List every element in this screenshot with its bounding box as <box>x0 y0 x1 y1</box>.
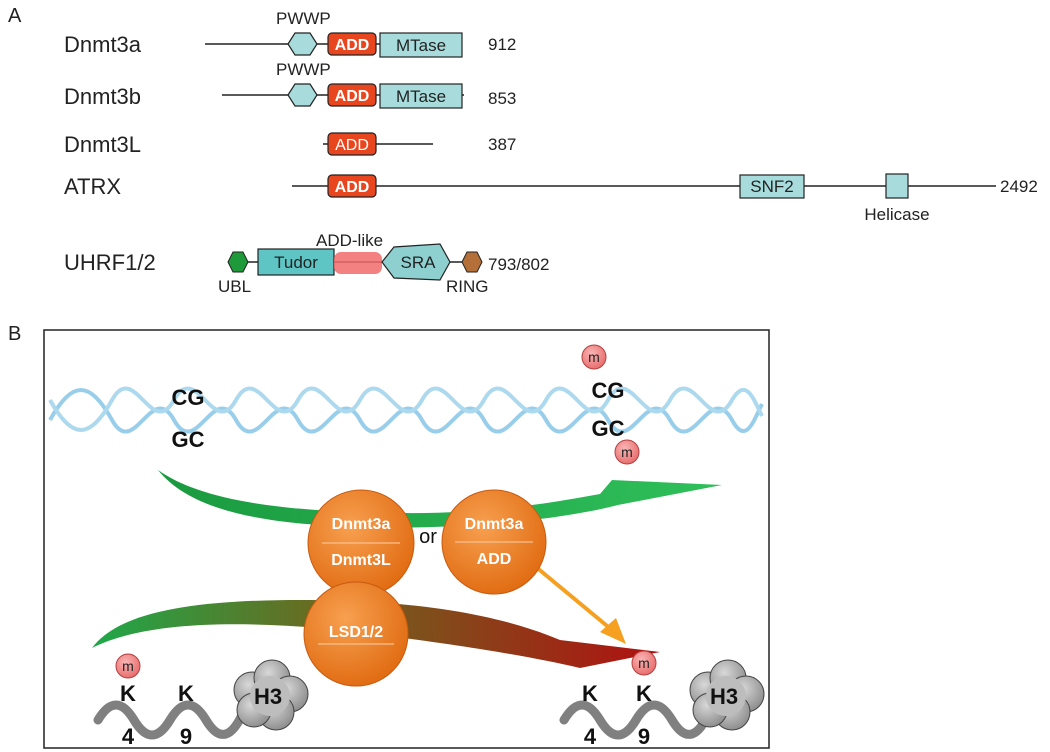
pwwp-label: PWWP <box>276 9 331 28</box>
lysine-label: K <box>120 681 136 706</box>
mtase-domain <box>379 32 463 58</box>
add-like-label: ADD-like <box>316 231 383 250</box>
svg-text:m: m <box>122 658 134 674</box>
complex1-line1: Dnmt3a <box>332 516 391 533</box>
lysine-position: 9 <box>180 724 192 749</box>
protein-name: Dnmt3a <box>64 32 142 57</box>
dnmt3a-add-complex: Dnmt3a ADD <box>441 489 547 595</box>
helicase-domain <box>885 173 909 199</box>
add-like-domain <box>334 252 382 274</box>
ring-domain <box>461 251 483 273</box>
svg-text:m: m <box>588 349 600 365</box>
lsd-label: LSD1/2 <box>329 624 383 641</box>
protein-name: Dnmt3L <box>64 132 141 157</box>
h3-label: H3 <box>710 684 738 709</box>
complex2-line1: Dnmt3a <box>465 516 524 533</box>
protein-name: Dnmt3b <box>64 84 141 109</box>
svg-text:m: m <box>621 444 633 460</box>
methyl-mark-dna-top: m <box>581 344 607 370</box>
panel-b-label: B <box>8 323 21 345</box>
or-label: or <box>419 526 437 548</box>
dna-left-bottom: GC <box>172 427 205 452</box>
protein-dnmt3b: Dnmt3b PWWP ADD MTase 853 <box>64 60 516 109</box>
snf2-domain <box>739 174 805 199</box>
lysine-label: K <box>636 681 652 706</box>
add-label: ADD <box>335 179 370 196</box>
add-domain <box>327 32 377 56</box>
dna-double-helix <box>48 386 764 434</box>
mtase-label: MTase <box>396 36 446 55</box>
protein-dnmt3a: Dnmt3a PWWP ADD MTase 912 <box>64 9 516 58</box>
protein-name: ATRX <box>64 174 121 199</box>
ubl-domain <box>227 251 249 273</box>
tudor-label: Tudor <box>274 253 318 272</box>
protein-length: 387 <box>488 135 516 154</box>
add-binding-arrow <box>528 560 626 644</box>
methylation-arrow <box>158 470 722 528</box>
lsd1-2-complex: LSD1/2 <box>303 581 409 687</box>
add-label: ADD <box>335 37 370 54</box>
pwwp-domain <box>287 83 318 107</box>
protein-uhrf: UHRF1/2 UBL Tudor ADD-like SRA RING 793/… <box>64 231 549 296</box>
protein-length: 853 <box>488 89 516 108</box>
protein-name: UHRF1/2 <box>64 250 156 275</box>
svg-text:m: m <box>638 655 650 671</box>
mtase-domain <box>379 83 463 109</box>
tudor-domain <box>257 248 335 276</box>
add-domain <box>327 132 377 156</box>
complex2-line2: ADD <box>477 551 512 568</box>
methyl-mark-k4: m <box>115 653 141 679</box>
add-domain <box>327 83 377 107</box>
histone-h3-right: H3 K K 4 9 m <box>559 650 765 749</box>
lysine-label: K <box>582 681 598 706</box>
h3-label: H3 <box>254 684 282 709</box>
h3-cloud <box>233 659 309 731</box>
protein-length: 912 <box>488 35 516 54</box>
protein-length: 2492 <box>1000 177 1038 196</box>
snf2-label: SNF2 <box>750 177 793 196</box>
dnmt3a-dnmt3l-complex: Dnmt3a Dnmt3L <box>307 489 415 597</box>
protein-length: 793/802 <box>488 255 549 274</box>
lysine-position: 9 <box>638 724 650 749</box>
sra-label: SRA <box>401 253 437 272</box>
lysine-position: 4 <box>122 724 135 749</box>
complex1-line2: Dnmt3L <box>331 552 391 569</box>
ubl-label: UBL <box>218 277 251 296</box>
protein-atrx: ATRX ADD SNF2 Helicase 2492 <box>64 173 1038 224</box>
lysine-position: 4 <box>584 724 597 749</box>
add-domain <box>327 174 377 198</box>
pwwp-label: PWWP <box>276 60 331 79</box>
add-label: ADD <box>335 88 370 105</box>
histone-h3-left: H3 K K 4 9 m <box>93 653 309 749</box>
protein-dnmt3l: Dnmt3L ADD 387 <box>64 132 516 157</box>
helicase-label: Helicase <box>864 205 929 224</box>
lysine-label: K <box>178 681 194 706</box>
add-label: ADD <box>335 137 369 154</box>
h3-cloud <box>689 659 765 731</box>
methyl-mark-k9: m <box>631 650 657 676</box>
pwwp-domain <box>287 32 318 56</box>
dna-right-bottom: GC <box>592 416 625 441</box>
methyl-mark-dna-bottom: m <box>614 439 640 465</box>
dna-right-top: CG <box>592 378 625 403</box>
mtase-label: MTase <box>396 87 446 106</box>
panel-a-label: A <box>8 5 22 27</box>
ring-label: RING <box>446 277 489 296</box>
dna-left-top: CG <box>172 385 205 410</box>
sra-domain <box>381 243 451 281</box>
